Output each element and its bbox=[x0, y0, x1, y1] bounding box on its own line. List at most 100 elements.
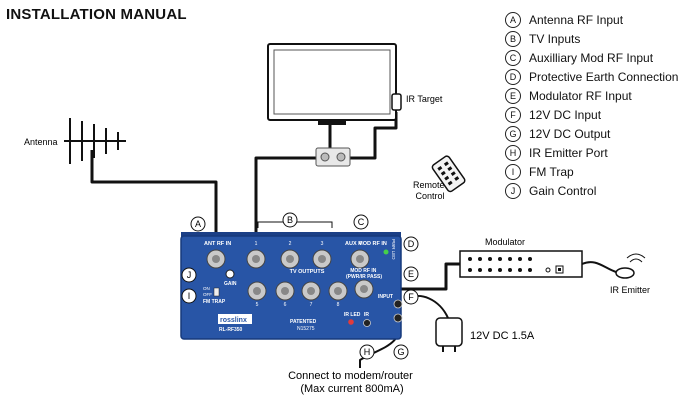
port-number: 8 bbox=[337, 302, 340, 308]
ir-target-icon bbox=[391, 93, 402, 111]
antenna-cable bbox=[90, 150, 218, 250]
modulator-cable bbox=[377, 262, 460, 291]
antenna-label: Antenna bbox=[24, 137, 58, 147]
gain-knob[interactable] bbox=[225, 269, 235, 279]
modulator-label: Modulator bbox=[485, 237, 525, 247]
fm-on-label: ON bbox=[203, 286, 210, 291]
callout-a: A bbox=[190, 216, 206, 232]
remote-label-line1: Remote bbox=[413, 180, 445, 190]
port-number: 7 bbox=[310, 302, 313, 308]
callout-letter: B bbox=[287, 215, 293, 225]
ir-led-label: IR LED bbox=[344, 312, 361, 318]
bottom-port-numbers: 5 6 7 8 bbox=[256, 302, 340, 308]
connect-label-line1: Connect to modem/router bbox=[288, 370, 413, 382]
legend-badge: F bbox=[505, 106, 521, 123]
antenna-icon bbox=[64, 118, 126, 164]
legend-text: Protective Earth Connection bbox=[529, 69, 679, 84]
legend-text: Modulator RF Input bbox=[529, 88, 632, 103]
ir-target-label: IR Target bbox=[406, 94, 443, 104]
dc-input-jack[interactable] bbox=[393, 299, 403, 309]
connect-label: Connect to modem/router (Max current 800… bbox=[288, 370, 416, 395]
aux-mod-rf-in-label: AUX MOD RF IN bbox=[345, 241, 387, 247]
output-label: OUTPUT bbox=[404, 308, 409, 327]
callout-letter: G bbox=[397, 347, 404, 357]
mod-rf-in-label: MOD RF IN (PWR/IR PASS) bbox=[346, 268, 382, 280]
top-port-row bbox=[206, 249, 370, 269]
ir-emitter-port[interactable] bbox=[363, 319, 371, 327]
power-label: 12V DC 1.5A bbox=[470, 330, 535, 342]
modulator-ports bbox=[468, 257, 564, 274]
ir-label: IR bbox=[364, 312, 369, 318]
gain-label: GAIN bbox=[224, 281, 237, 287]
callout-letter: F bbox=[408, 292, 414, 302]
tv-cable bbox=[254, 156, 318, 250]
legend-badge: C bbox=[505, 49, 521, 66]
legend-badge: B bbox=[505, 30, 521, 47]
remote-label: Remote Control bbox=[413, 180, 447, 201]
ir-emitter-label: IR Emitter bbox=[610, 285, 650, 295]
fm-trap-label: FM TRAP bbox=[203, 299, 226, 305]
legend-badge: G bbox=[505, 125, 521, 142]
input-label: INPUT bbox=[378, 294, 393, 300]
emitter-cable bbox=[581, 261, 617, 273]
patented-label: PATENTED bbox=[290, 319, 317, 325]
callout-letter: C bbox=[358, 217, 365, 227]
pwr-led-indicator bbox=[383, 249, 389, 255]
connect-label-line2: (Max current 800mA) bbox=[300, 383, 403, 395]
tv-outputs-label: TV OUTPUTS bbox=[290, 269, 325, 275]
brand-logo bbox=[218, 314, 252, 324]
legend-badge: H bbox=[505, 144, 521, 161]
legend-text: Auxilliary Mod RF Input bbox=[529, 50, 654, 65]
callout-g: G bbox=[393, 344, 409, 360]
dc-output-jack[interactable] bbox=[393, 313, 403, 323]
callout-j: J bbox=[181, 267, 197, 283]
callout-e: E bbox=[403, 266, 419, 282]
callout-letter: J bbox=[187, 270, 192, 280]
legend-item-c: C Auxilliary Mod RF Input bbox=[505, 48, 700, 67]
legend-item-g: G 12V DC Output bbox=[505, 124, 700, 143]
brand-name: rosslinx bbox=[220, 317, 247, 324]
callout-badges: A B C D E F G H I J bbox=[181, 212, 419, 360]
port-number: 4 bbox=[359, 241, 362, 247]
legend-badge: J bbox=[505, 182, 521, 199]
callout-letter: D bbox=[408, 239, 415, 249]
splitter-icon bbox=[315, 147, 351, 167]
remote-label-line2: Control bbox=[415, 191, 444, 201]
port-number: 6 bbox=[284, 302, 287, 308]
legend-badge: I bbox=[505, 163, 521, 180]
callout-letter: A bbox=[195, 219, 201, 229]
splitter-ir-cable bbox=[348, 112, 398, 160]
legend-item-f: F 12V DC Input bbox=[505, 105, 700, 124]
legend-item-b: B TV Inputs bbox=[505, 29, 700, 48]
legend-text: TV Inputs bbox=[529, 31, 581, 46]
pwr-led-label: PWR LED bbox=[391, 239, 396, 260]
legend-text: IR Emitter Port bbox=[529, 145, 608, 160]
port-number: 5 bbox=[256, 302, 259, 308]
legend-badge: D bbox=[505, 68, 521, 85]
legend-text: 12V DC Input bbox=[529, 107, 602, 122]
legend-item-d: D Protective Earth Connection bbox=[505, 67, 700, 86]
patent-number: N15275 bbox=[297, 326, 315, 332]
fm-trap-switch[interactable] bbox=[213, 287, 220, 297]
legend-text: 12V DC Output bbox=[529, 126, 611, 141]
port-number: 3 bbox=[321, 241, 324, 247]
modulator-device bbox=[459, 250, 583, 278]
callout-c: C bbox=[353, 214, 369, 230]
amplifier-device: ANT RF IN AUX MOD RF IN PWR LED 1 2 3 4 … bbox=[180, 232, 409, 340]
mod-rf-in-line2: (PWR/IR PASS) bbox=[346, 274, 382, 280]
fm-off-label: OFF bbox=[203, 292, 212, 297]
port-number: 2 bbox=[289, 241, 292, 247]
ant-rf-in-label: ANT RF IN bbox=[204, 241, 231, 247]
top-port-numbers: 1 2 3 4 bbox=[255, 241, 362, 247]
legend-item-h: H IR Emitter Port bbox=[505, 143, 700, 162]
power-adapter-icon bbox=[435, 317, 463, 352]
callout-d: D bbox=[403, 236, 419, 252]
callout-i: I bbox=[181, 288, 197, 304]
callout-h: H bbox=[359, 344, 375, 360]
